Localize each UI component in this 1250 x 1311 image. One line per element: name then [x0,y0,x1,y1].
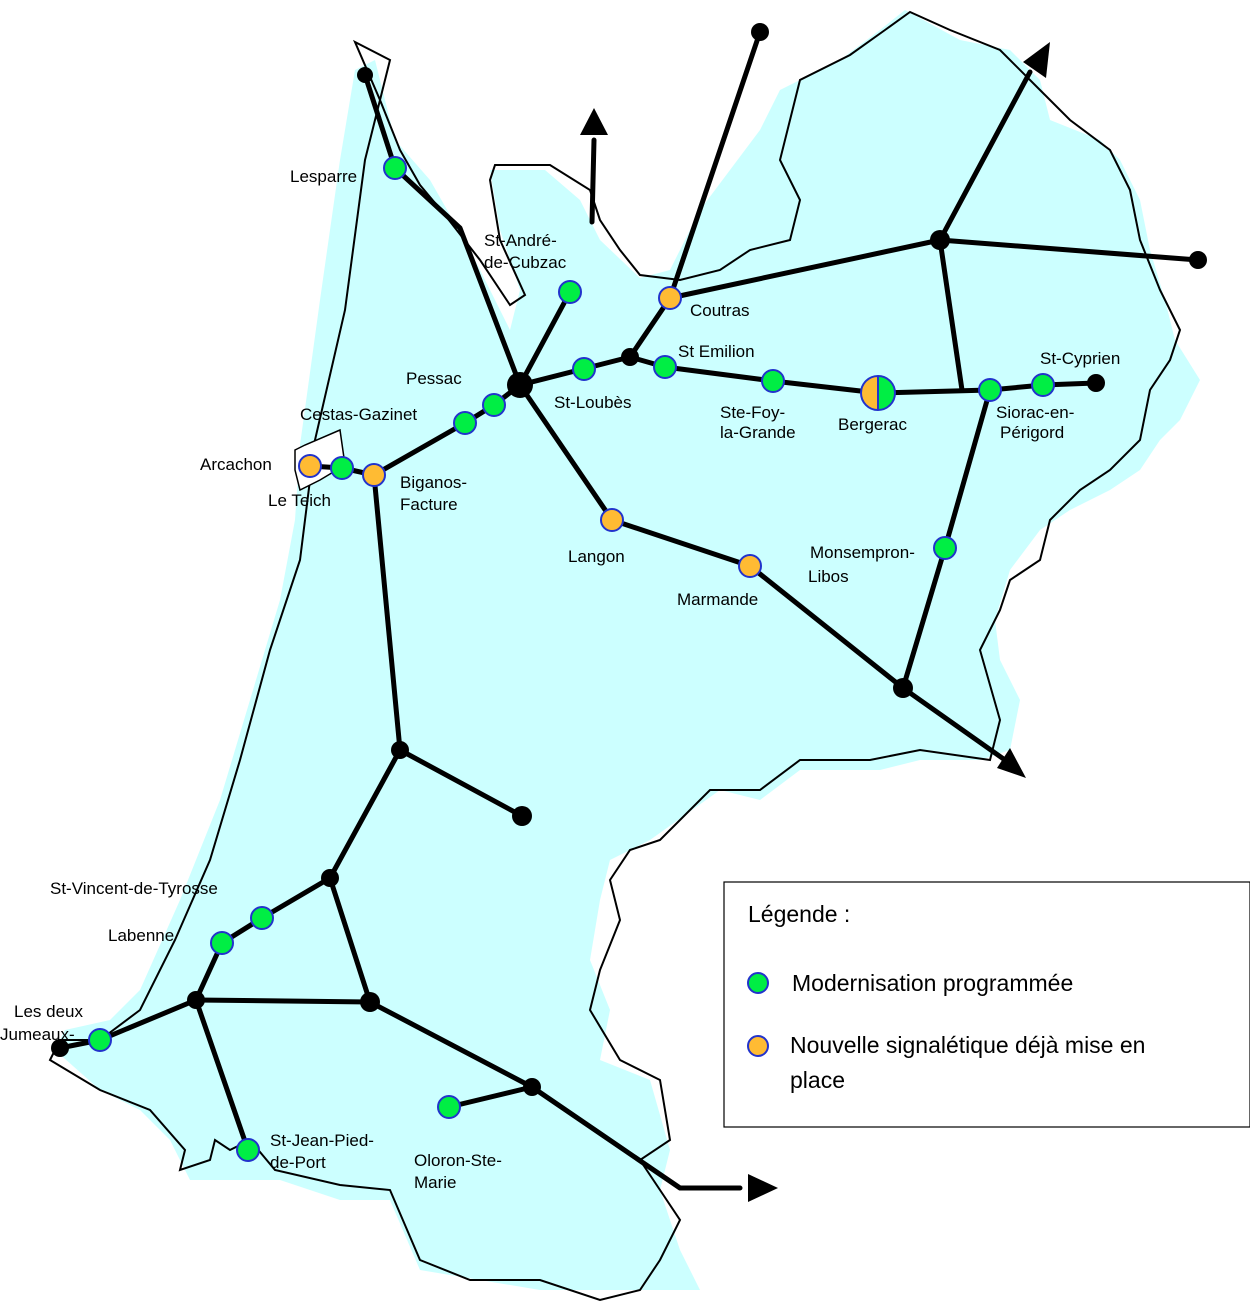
station-label-arcachon: Arcachon [200,455,272,474]
junction-node [51,1039,69,1057]
station-marker-labenne [210,931,234,955]
junction-node [321,869,339,887]
station-marker-st-cyprien [1031,373,1055,397]
station-marker-bergerac-left [861,376,878,410]
junction-node [1087,374,1105,392]
station-label-oloron: Oloron-Ste- [414,1151,502,1170]
north-arrow-line [589,137,597,225]
station-marker-coutras [658,286,682,310]
station-label-langon: Langon [568,547,625,566]
st-andre-line [517,289,573,388]
mont-de-marsan-line [397,747,525,819]
station-label-ste-foy: Ste-Foy- [720,403,785,422]
north-arrow [580,108,608,135]
station-marker-arcachon [298,454,322,478]
legend-modernisation-label: Modernisation programmée [792,970,1073,996]
station-label-siorac: Périgord [1000,423,1064,442]
junction-nodes [51,23,1207,1096]
legend-modernisation-marker [747,972,769,994]
se-arrow [997,748,1026,778]
junction-node [751,23,769,41]
junction-node [357,67,373,83]
junction-node [523,1078,541,1096]
station-label-st-andre: St-André- [484,231,557,250]
station-marker-lesparre [383,156,407,180]
junction-node [930,230,950,250]
station-marker-st-vincent [250,906,274,930]
legend-box [723,881,1250,1128]
station-label-deux-jumeaux: Jumeaux- [0,1025,75,1044]
oloron-line [446,1084,535,1110]
station-label-st-vincent: St-Vincent-de-Tyrosse [50,879,218,898]
ne-line [937,69,1033,243]
station-marker-siorac [978,378,1002,402]
station-label-ste-foy: la-Grande [720,423,796,442]
lesparre-line [362,72,523,388]
station-label-labenne: Labenne [108,926,174,945]
station-label-coutras: Coutras [690,301,750,320]
junction-node [187,991,205,1009]
station-marker-marmande [738,554,762,578]
junction-node [512,806,532,826]
station-label-marmande: Marmande [677,590,758,609]
station-marker-langon [600,508,624,532]
legend-signaletique-label: Nouvelle signalétique déjà mise en [790,1032,1145,1058]
junction-node [893,678,913,698]
stations [88,156,1055,1162]
station-label-st-jean: St-Jean-Pied- [270,1131,374,1150]
station-marker-st-loubes [572,357,596,381]
landes-trunk [371,472,403,753]
station-label-st-andre: de-Cubzac [484,253,567,272]
station-label-lesparre: Lesparre [290,167,357,186]
junction-node [507,372,533,398]
station-marker-bergerac-right [878,376,895,410]
station-marker-deux-jumeaux [88,1028,112,1052]
rail-arrows [580,42,1050,1202]
station-label-st-cyprien: St-Cyprien [1040,349,1120,368]
station-marker-st-andre [558,280,582,304]
station-label-oloron: Marie [414,1173,457,1192]
junction-node [391,741,409,759]
station-label-le-teich: Le Teich [268,491,331,510]
legend-signaletique-label-line2: place [790,1067,845,1093]
station-label-st-loubes: St-Loubès [554,393,632,412]
station-marker-st-emilion [653,355,677,379]
dax-south-line [327,875,373,1005]
station-marker-pessac [482,393,506,417]
junction-node [621,348,639,366]
region-border [48,10,1182,1302]
station-marker-ste-foy [761,369,785,393]
station-label-siorac: Siorac-en- [996,403,1074,422]
station-label-deux-jumeaux: Les deux [14,1002,83,1021]
south-east-arrow [748,1174,778,1202]
station-label-cestas: Cestas-Gazinet [300,405,417,424]
legend-title: Légende : [748,901,850,927]
station-label-biganos: Biganos- [400,473,467,492]
junction-node [1189,251,1207,269]
st-jean-line [193,997,251,1153]
station-label-pessac: Pessac [406,369,462,388]
legend: Légende : Modernisation programmée Nouve… [723,881,1250,1128]
station-marker-st-jean [236,1138,260,1162]
station-label-st-jean: de-Port [270,1153,326,1172]
junction-node [360,992,380,1012]
station-label-bergerac: Bergerac [838,415,907,434]
station-marker-cestas [453,411,477,435]
station-marker-biganos [362,463,386,487]
station-label-monsempron: Libos [808,567,849,586]
station-marker-oloron [437,1095,461,1119]
station-marker-le-teich [330,456,354,480]
station-label-monsempron: Monsempron- [810,543,915,562]
ne-arrow [1023,42,1050,78]
station-marker-monsempron [933,536,957,560]
east-vertical-upper [937,237,965,393]
station-label-st-emilion: St Emilion [678,342,755,361]
legend-signaletique-marker [747,1035,769,1057]
station-label-biganos: Facture [400,495,458,514]
dax-line [327,747,403,881]
